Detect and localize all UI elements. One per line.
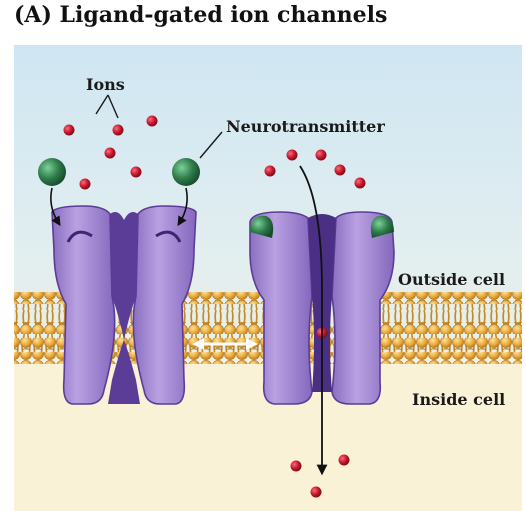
closed-channel xyxy=(51,205,197,405)
ion-flow-arrow xyxy=(299,165,328,476)
ligand-bound-right xyxy=(370,215,394,238)
ligand-free-right xyxy=(172,158,200,186)
label-outside-cell: Outside cell xyxy=(398,270,505,289)
ligand-binding-arrow-left xyxy=(50,187,61,227)
label-inside-cell: Inside cell xyxy=(412,390,505,409)
neurotransmitter-molecules xyxy=(38,158,394,238)
ligand-binding-arrow-right xyxy=(177,187,188,227)
ligand-free-left xyxy=(38,158,66,186)
leader-lines xyxy=(95,94,223,159)
arrows xyxy=(50,165,328,476)
ions xyxy=(63,115,366,498)
label-neurotransmitter: Neurotransmitter xyxy=(226,117,385,136)
figure-title: (A) Ligand-gated ion channels xyxy=(14,2,388,28)
label-ions: Ions xyxy=(86,75,125,94)
ligand-bound-left xyxy=(250,215,274,238)
